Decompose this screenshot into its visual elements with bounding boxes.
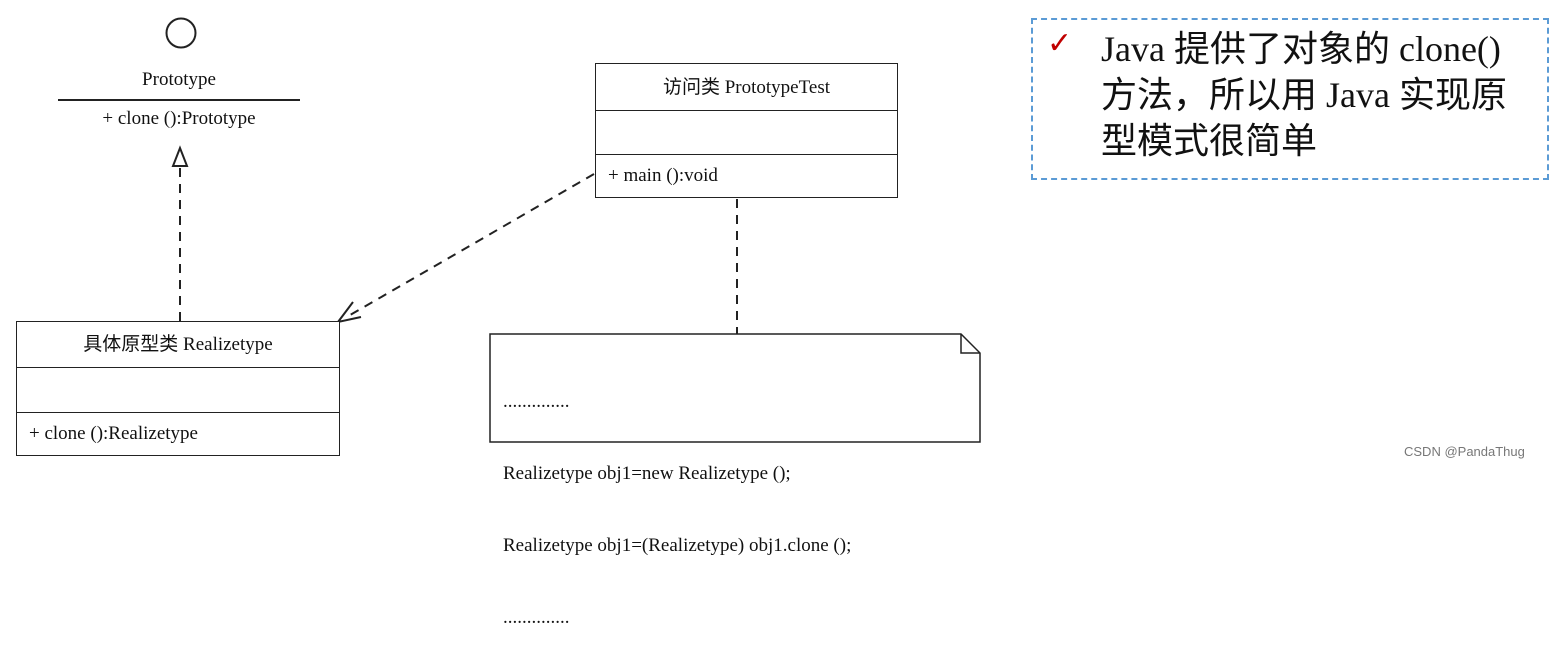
dependency-line [344, 173, 595, 319]
prototype-test-class-operation: + main ():void [608, 165, 718, 186]
note-line: .............. [503, 607, 570, 628]
note-line: .............. [503, 391, 570, 412]
note-line: Realizetype obj1=new Realizetype (); [503, 463, 791, 484]
realizetype-class-attributes [17, 368, 339, 413]
callout-text: Java 提供了对象的 clone() 方法，所以用 Java 实现原型模式很简… [1101, 29, 1507, 161]
note-outline [489, 333, 981, 443]
realizetype-class-operation: + clone ():Realizetype [29, 423, 198, 444]
realization-arrowhead-icon [171, 145, 189, 167]
realizetype-class-name: 具体原型类 Realizetype [17, 322, 339, 368]
prototype-interface-divider [58, 99, 300, 101]
callout-box [1031, 18, 1549, 180]
realizetype-class: 具体原型类 Realizetype + clone ():Realizetype [16, 321, 340, 456]
note-line: Realizetype obj1=(Realizetype) obj1.clon… [503, 535, 852, 556]
prototype-test-class: 访问类 PrototypeTest + main ():void [595, 63, 898, 198]
prototype-interface-name: Prototype [142, 69, 216, 90]
note-code: .............. Realizetype obj1=new Real… [503, 342, 851, 654]
prototype-test-class-attributes [596, 111, 897, 155]
prototype-interface-operation: + clone ():Prototype [102, 108, 256, 129]
dependency-arrowhead-icon [335, 301, 362, 324]
prototype-test-class-name: 访问类 PrototypeTest [596, 64, 897, 111]
interface-lollipop-icon [165, 17, 197, 49]
note-fold-icon [960, 334, 980, 354]
checkmark-icon: ✓ [1047, 26, 1073, 61]
diagram-connectors [165, 17, 981, 443]
watermark: CSDN @PandaThug [1404, 444, 1525, 459]
